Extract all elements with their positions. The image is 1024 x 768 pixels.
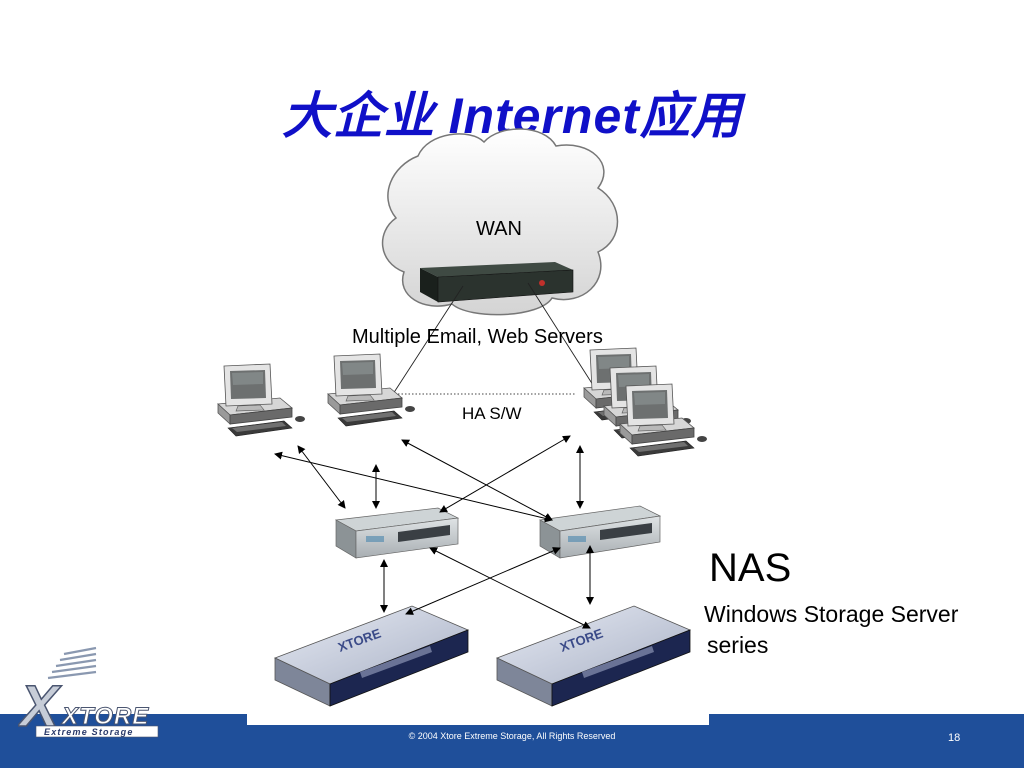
- xtore-logo: X XTORE Extreme Storage: [18, 646, 159, 740]
- servers-label: Multiple Email, Web Servers: [352, 326, 603, 348]
- nas-label: NAS: [709, 546, 792, 590]
- switch-right: [538, 505, 662, 559]
- page-number: 18: [948, 732, 961, 744]
- title-prefix: 大企业: [282, 88, 449, 144]
- nas-server-right: XTORE: [495, 605, 692, 707]
- nas-desc-line1: Windows Storage Server: [704, 601, 959, 627]
- switch-left: [334, 507, 460, 559]
- wan-router: [420, 262, 574, 303]
- ha-label: HA S/W: [462, 404, 522, 423]
- pc-right-front: [619, 383, 708, 457]
- link-switchR-nasL: [405, 547, 561, 615]
- footer-diagram-mask: [247, 714, 709, 725]
- nas-desc-line2: series: [707, 632, 769, 658]
- link-switchL-nasR: [429, 547, 591, 629]
- slide-title: 大企业 Internet应用: [0, 76, 1024, 148]
- link-pc1-switchL: [297, 445, 346, 509]
- copyright-text: © 2004 Xtore Extreme Storage, All Rights…: [408, 731, 616, 741]
- nas-server-left: XTORE: [273, 605, 470, 707]
- network-diagram: XTORE XTORE: [217, 128, 708, 707]
- link-pcR-switchL: [439, 435, 571, 513]
- pc-left-1: [217, 363, 306, 437]
- logo-stripes: [47, 646, 97, 680]
- pc-left-2: [327, 353, 416, 427]
- wan-label: WAN: [476, 218, 522, 240]
- title-suffix: 应用: [639, 88, 742, 144]
- link-pc1-switchR: [274, 451, 553, 523]
- link-pc2-switchR: [401, 439, 553, 521]
- logo-tagline: Extreme Storage: [44, 727, 134, 737]
